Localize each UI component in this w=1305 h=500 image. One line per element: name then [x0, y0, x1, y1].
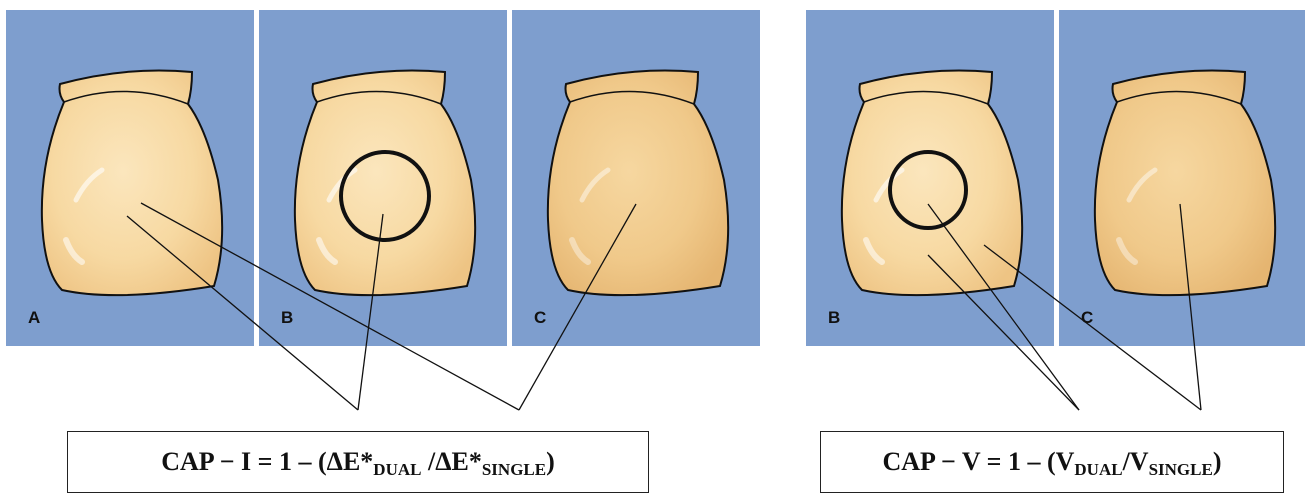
tooth-illustration: [259, 10, 507, 346]
panel-label: C: [534, 308, 546, 328]
formula-sub-dual: DUAL: [373, 460, 421, 479]
formula-cap-i: CAP − I = 1 – (ΔE*DUAL /ΔE*SINGLE): [67, 431, 649, 493]
formula-sub-single: SINGLE: [1149, 460, 1213, 479]
formula-mid: /ΔE*: [421, 447, 481, 476]
tooth-illustration: [512, 10, 760, 346]
panel-label: A: [28, 308, 40, 328]
formula-cap-v: CAP − V = 1 – (VDUAL/VSINGLE): [820, 431, 1284, 493]
panel-label: B: [281, 308, 293, 328]
panel-label: C: [1081, 308, 1093, 328]
tooth-panel-b: B: [259, 10, 507, 346]
formula-end: ): [546, 447, 555, 476]
tooth-illustration: [6, 10, 254, 346]
tooth-panel-c-right: C: [1059, 10, 1305, 346]
tooth-panel-b-right: B: [806, 10, 1054, 346]
formula-end: ): [1213, 447, 1222, 476]
formula-sub-single: SINGLE: [482, 460, 546, 479]
tooth-panel-a: A: [6, 10, 254, 346]
tooth-panel-c: C: [512, 10, 760, 346]
tooth-illustration: [1059, 10, 1305, 346]
formula-mid: /V: [1123, 447, 1149, 476]
formula-lhs: CAP − V = 1 – (V: [883, 447, 1075, 476]
formula-lhs: CAP − I = 1 – (ΔE*: [161, 447, 373, 476]
panel-label: B: [828, 308, 840, 328]
formula-sub-dual: DUAL: [1074, 460, 1122, 479]
tooth-illustration: [806, 10, 1054, 346]
